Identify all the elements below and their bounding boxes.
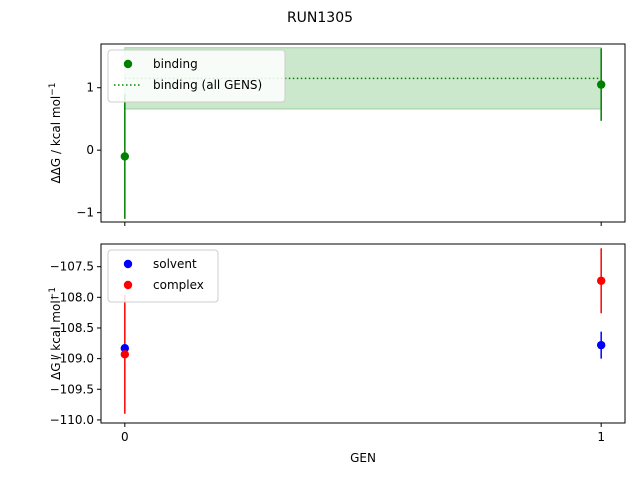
y-tick-label: −109.0 <box>50 352 94 366</box>
y-tick-label: −108.0 <box>50 290 94 304</box>
y-axis-label-sup: −1 <box>48 82 58 95</box>
legend-box <box>107 249 219 303</box>
y-axis-label-main: ΔG / kcal mol <box>49 300 63 380</box>
legend-label: solvent <box>153 257 197 271</box>
y-tick-label: 1 <box>86 81 94 95</box>
x-tick-label: 1 <box>597 430 605 444</box>
axes-frame <box>100 43 626 223</box>
y-tick-label: −1 <box>76 206 94 220</box>
legend-marker-solvent <box>123 259 133 269</box>
legend-label: binding <box>153 57 198 71</box>
point-complex <box>120 350 130 359</box>
legend-label: binding (all GENS) <box>153 78 262 92</box>
legend-marker-binding <box>123 59 133 69</box>
point-solvent <box>120 344 130 353</box>
legend-marker-complex <box>123 280 133 290</box>
point-solvent <box>596 340 606 350</box>
legend-box <box>107 49 286 103</box>
y-tick-label: −110.0 <box>50 413 94 427</box>
x-axis-label: GEN <box>350 451 376 465</box>
y-tick-label: −109.5 <box>50 382 94 396</box>
chart-title: RUN1305 <box>287 10 353 26</box>
legend-label: complex <box>153 278 204 292</box>
point-binding <box>596 80 606 89</box>
x-tick-label: 0 <box>121 430 129 444</box>
y-tick-label: −107.5 <box>50 260 94 274</box>
y-axis-label: ΔG / kcal mol−1 <box>48 287 63 380</box>
y-axis-label: ΔΔG / kcal mol−1 <box>48 82 63 183</box>
y-tick-label: −108.5 <box>50 321 94 335</box>
y-axis-label-main: ΔΔG / kcal mol <box>49 96 63 184</box>
y-axis-label-sup: −1 <box>48 287 58 300</box>
point-binding <box>120 152 130 161</box>
y-tick-label: 0 <box>86 143 94 157</box>
axes-frame <box>100 243 626 424</box>
point-complex <box>596 276 606 285</box>
